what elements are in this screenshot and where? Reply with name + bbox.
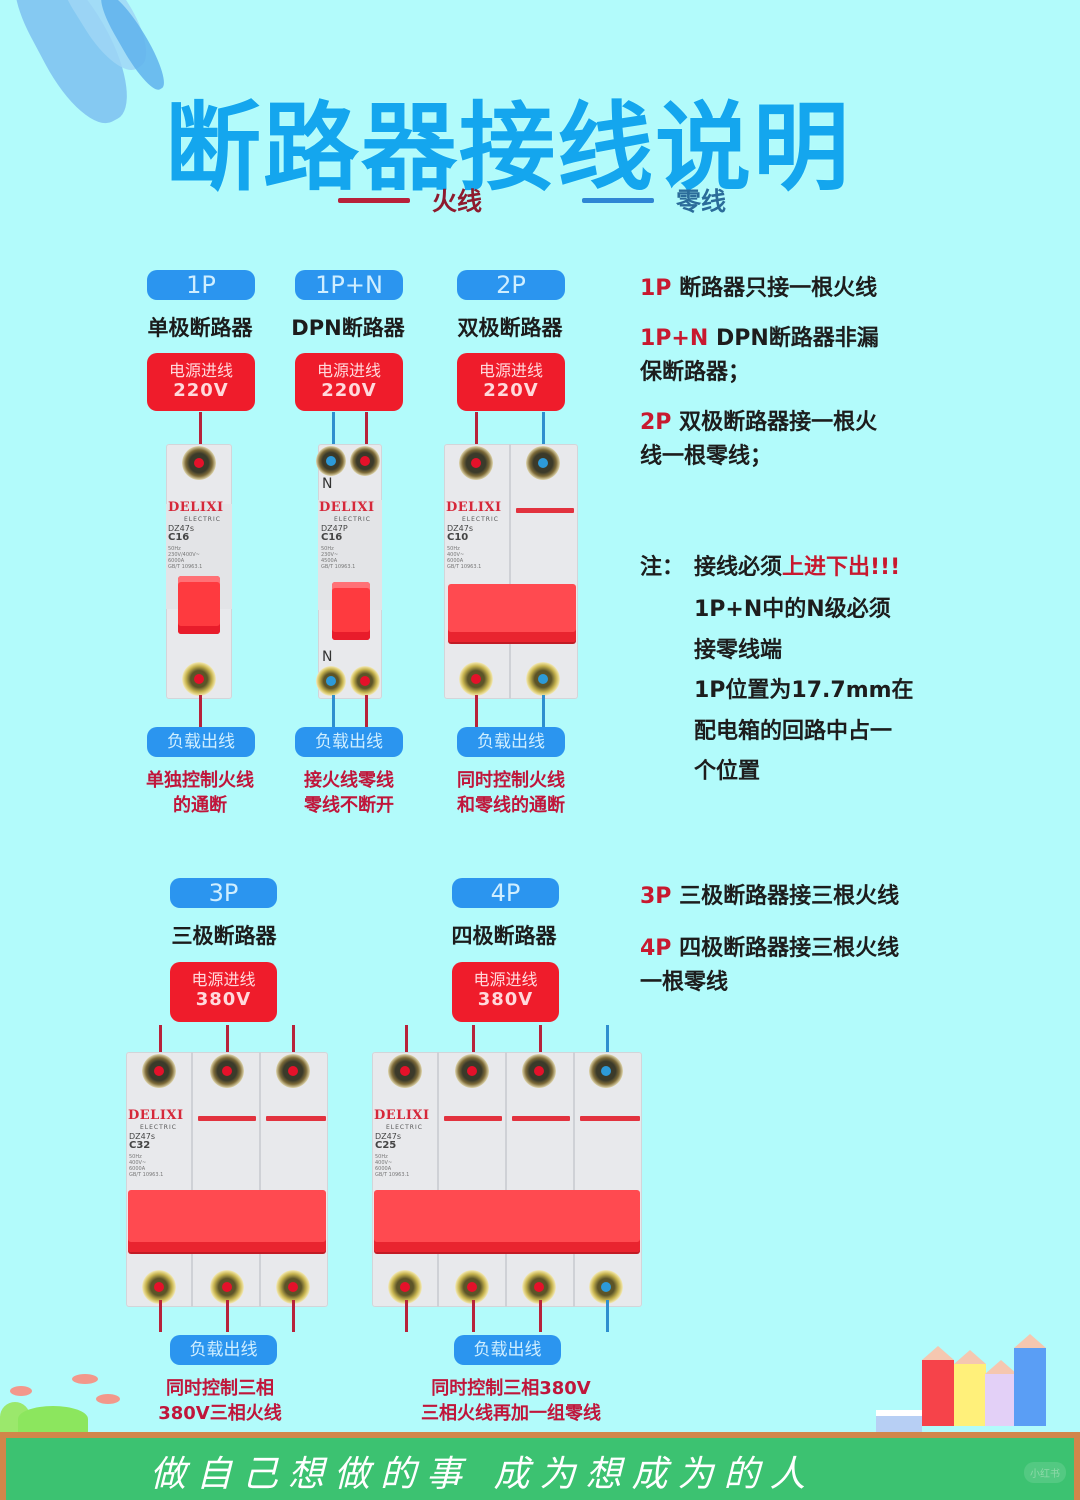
footer-slogan: 做自己想做的事 成为想成为的人 (150, 1454, 816, 1495)
supply-box-1p-n: 电源进线 220V (295, 353, 403, 411)
legend-live: 火线 (338, 182, 482, 218)
toggle-switch[interactable] (448, 584, 576, 642)
load-pill-3p: 负载出线 (170, 1335, 277, 1365)
description-1p: 1P 断路器只接一根火线 (640, 276, 878, 301)
pencil-lavender (985, 1360, 1017, 1426)
live-wire-out (199, 695, 202, 727)
load-pill-1p-n: 负载出线 (295, 727, 403, 757)
toggle-switch[interactable] (374, 1190, 640, 1252)
legend-live-label: 火线 (432, 187, 483, 216)
supply-voltage: 220V (173, 380, 229, 401)
toggle-switch[interactable] (178, 576, 220, 634)
toggle-switch[interactable] (332, 582, 370, 640)
type-pill-4p: 4P (452, 878, 559, 908)
type-name-2p: 双极断路器 (457, 316, 563, 340)
note-label: 注： (640, 555, 685, 580)
caption-1p-n: 接火线零线零线不断开 (304, 770, 394, 816)
load-pill-4p: 负载出线 (454, 1335, 561, 1365)
pencil-yellow (954, 1350, 986, 1426)
live-wire-in (475, 412, 478, 462)
supply-box-2p: 电源进线 220V (457, 353, 565, 411)
type-name-3p: 三极断路器 (171, 924, 277, 948)
neutral-wire-swatch (582, 197, 654, 203)
neutral-wire-out (542, 695, 545, 727)
supply-label: 电源进线 (168, 361, 233, 380)
supply-box-3p: 电源进线 380V (170, 962, 277, 1022)
live-wire-out (475, 695, 478, 727)
type-name-4p: 四极断路器 (451, 924, 557, 948)
neutral-mark: N (322, 476, 333, 492)
supply-box-1p: 电源进线 220V (147, 353, 255, 411)
load-pill-1p: 负载出线 (147, 727, 255, 757)
description-4p: 4P 四极断路器接三根火线一根零线 (640, 936, 900, 995)
type-pill-3p: 3P (170, 878, 277, 908)
note-body: 1P+N中的N级必须 接零线端 1P位置为17.7mm在 配电箱的回路中占一 个… (694, 597, 914, 784)
brand-logo: DELIXI (168, 500, 224, 515)
neutral-wire-in (332, 412, 335, 462)
toggle-switch[interactable] (128, 1190, 326, 1252)
type-name-1p: 单极断路器 (147, 316, 253, 340)
supply-box-4p: 电源进线 380V (452, 962, 559, 1022)
live-wire-in (199, 412, 202, 464)
flower-decoration (0, 1374, 120, 1432)
pencil-red (922, 1346, 954, 1426)
load-pill-2p: 负载出线 (457, 727, 565, 757)
legend-neutral: 零线 (582, 182, 726, 218)
top-terminal (182, 446, 216, 480)
live-wire-out (365, 695, 368, 727)
legend-neutral-label: 零线 (676, 187, 727, 216)
description-3p: 3P 三极断路器接三根火线 (640, 884, 900, 909)
description-1p-n: 1P+N DPN断路器非漏保断路器； (640, 326, 879, 385)
type-pill-1p: 1P (147, 270, 255, 300)
page-title: 断路器接线说明 (165, 92, 851, 204)
caption-1p: 单独控制火线的通断 (146, 770, 254, 816)
pencil-blue (1014, 1334, 1046, 1426)
chalkboard-footer (0, 1432, 1080, 1500)
type-pill-1p-n: 1P+N (295, 270, 403, 300)
neutral-wire-out (332, 695, 335, 727)
live-wire-swatch (338, 197, 410, 203)
type-pill-2p: 2P (457, 270, 565, 300)
neutral-wire-in (542, 412, 545, 462)
description-2p: 2P 双极断路器接一根火线一根零线； (640, 410, 878, 469)
type-name-1p-n: DPN断路器 (291, 316, 405, 340)
bottom-terminal (182, 662, 216, 696)
note-line-1: 接线必须上进下出!!! (694, 555, 901, 580)
caption-2p: 同时控制火线和零线的通断 (457, 770, 565, 816)
live-wire-in (365, 412, 368, 462)
book-decoration (876, 1410, 922, 1432)
watermark: 小红书 (1024, 1462, 1066, 1483)
